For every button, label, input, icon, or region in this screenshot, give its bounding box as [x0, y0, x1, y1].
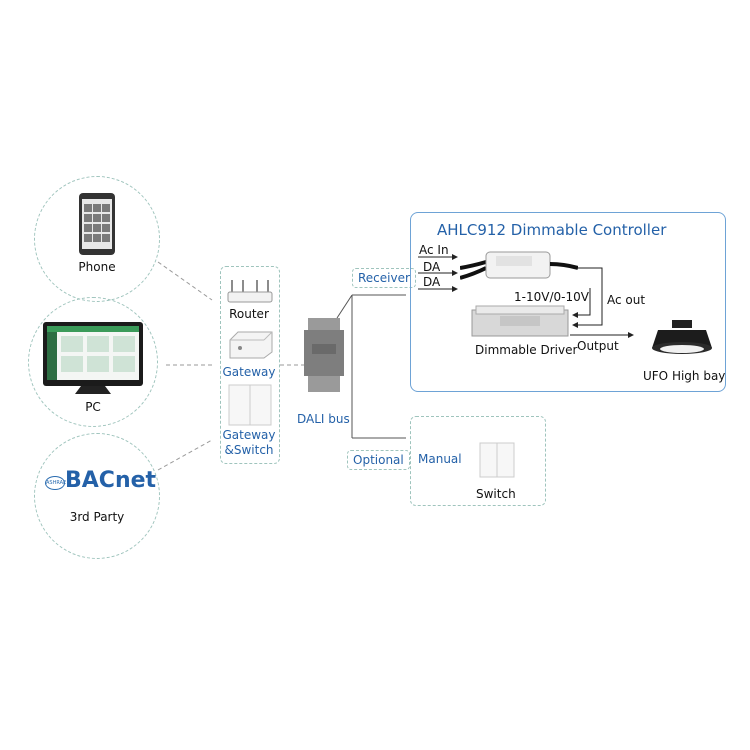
- phone-link: [157, 261, 213, 301]
- phone-circle: Phone: [34, 176, 160, 302]
- bacnet-circle: ASHRAE BACnet 3rd Party: [34, 433, 160, 559]
- ashrae-logo: ASHRAE: [45, 476, 66, 490]
- gateway-switch-icon: [228, 384, 272, 426]
- dali-module-icon: [304, 318, 344, 392]
- third-party-label: 3rd Party: [69, 510, 125, 524]
- bacnet-logo: BACnet: [65, 468, 156, 493]
- router-label: Router: [229, 307, 269, 321]
- manual-label: Manual: [418, 452, 462, 466]
- switch-icon: [479, 442, 515, 478]
- ac-out-label: Ac out: [607, 293, 646, 307]
- hub-box: [220, 266, 280, 464]
- phone-label: Phone: [78, 260, 116, 274]
- da-label-1: DA: [423, 260, 441, 274]
- gateway-label: Gateway: [222, 365, 276, 379]
- lamp-label: UFO High bay: [643, 369, 726, 383]
- bacnet-link: [157, 439, 213, 471]
- ufo-high-bay-icon: [652, 320, 712, 354]
- ac-in-label: Ac In: [419, 243, 449, 257]
- driver-label: Dimmable Driver: [475, 343, 578, 357]
- da-label-2: DA: [423, 275, 441, 289]
- gateway-icon: [229, 331, 273, 359]
- phone-icon: [79, 193, 115, 255]
- switch-label: Switch: [476, 487, 516, 501]
- monitor-icon: [43, 322, 143, 394]
- gateway-switch-label-1: Gateway: [222, 428, 276, 442]
- controller-box: [410, 212, 726, 392]
- pc-circle: PC: [28, 297, 158, 427]
- bus-line-1: [336, 294, 353, 319]
- dimmable-driver-icon: [471, 305, 569, 337]
- signal-label: 1-10V/0-10V: [514, 290, 589, 304]
- pc-label: PC: [85, 400, 101, 414]
- controller-title: AHLC912 Dimmable Controller: [437, 221, 667, 239]
- output-label: Output: [577, 339, 619, 353]
- bacnet-logo-text: BACnet: [65, 468, 157, 493]
- gateway-switch-label-2: &Switch: [224, 443, 274, 457]
- receiver-tag: Receiver: [352, 268, 416, 288]
- manual-box: [410, 416, 546, 506]
- optional-tag: Optional: [347, 450, 410, 470]
- dali-bus-label: DALI bus: [297, 412, 350, 426]
- controller-device-icon: [460, 251, 578, 280]
- router-icon: [227, 280, 273, 303]
